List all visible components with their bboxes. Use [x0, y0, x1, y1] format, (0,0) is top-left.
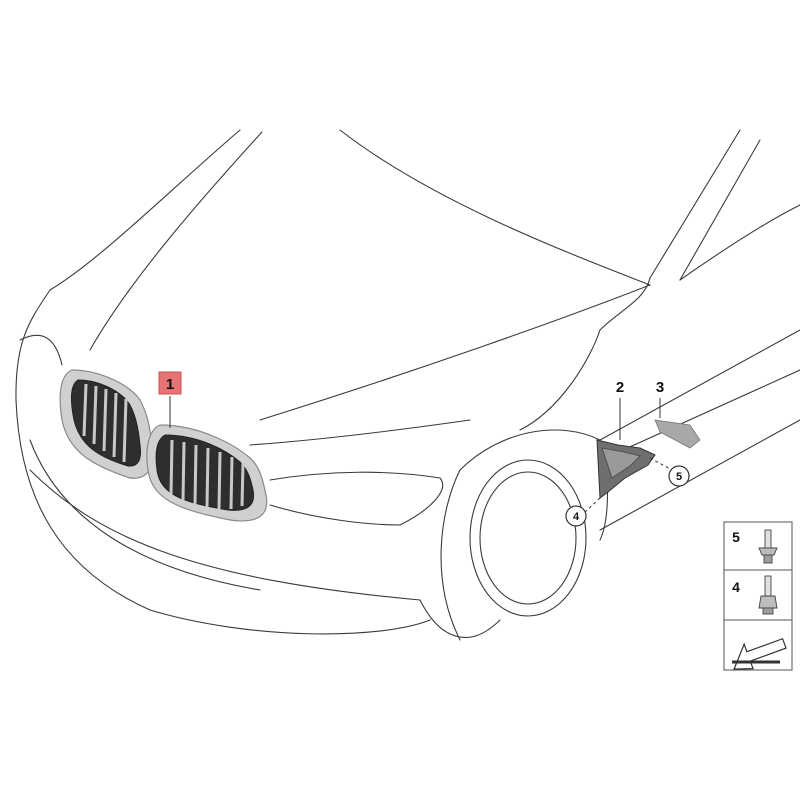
car-body-outline — [15, 129, 800, 641]
view-direction-arrow-icon[interactable] — [727, 631, 789, 675]
fastener-legend: 5 4 — [723, 521, 793, 675]
legend-item-5-label: 5 — [732, 529, 740, 545]
callout-1-label: 1 — [166, 376, 174, 393]
leader-lines — [584, 457, 673, 513]
right-grille-slats — [169, 439, 245, 510]
expanding-nut-icon — [758, 575, 778, 615]
callout-3-label[interactable]: 3 — [656, 379, 664, 396]
side-trim-piece — [654, 398, 701, 449]
callout-1-highlight[interactable] — [158, 371, 182, 395]
callout-4-label: 4 — [573, 511, 580, 523]
left-grille-frame — [59, 369, 154, 479]
legend-item-4-label: 4 — [732, 579, 740, 595]
callout-2-label[interactable]: 2 — [616, 379, 624, 396]
callout-4-circle[interactable] — [565, 505, 587, 527]
right-grille-frame — [146, 424, 268, 522]
push-rivet-icon — [758, 529, 778, 564]
callout-5-circle[interactable] — [668, 465, 690, 487]
callout-5-label: 5 — [676, 471, 682, 483]
left-grille-slats — [82, 383, 128, 463]
side-gill-trim — [596, 398, 656, 499]
